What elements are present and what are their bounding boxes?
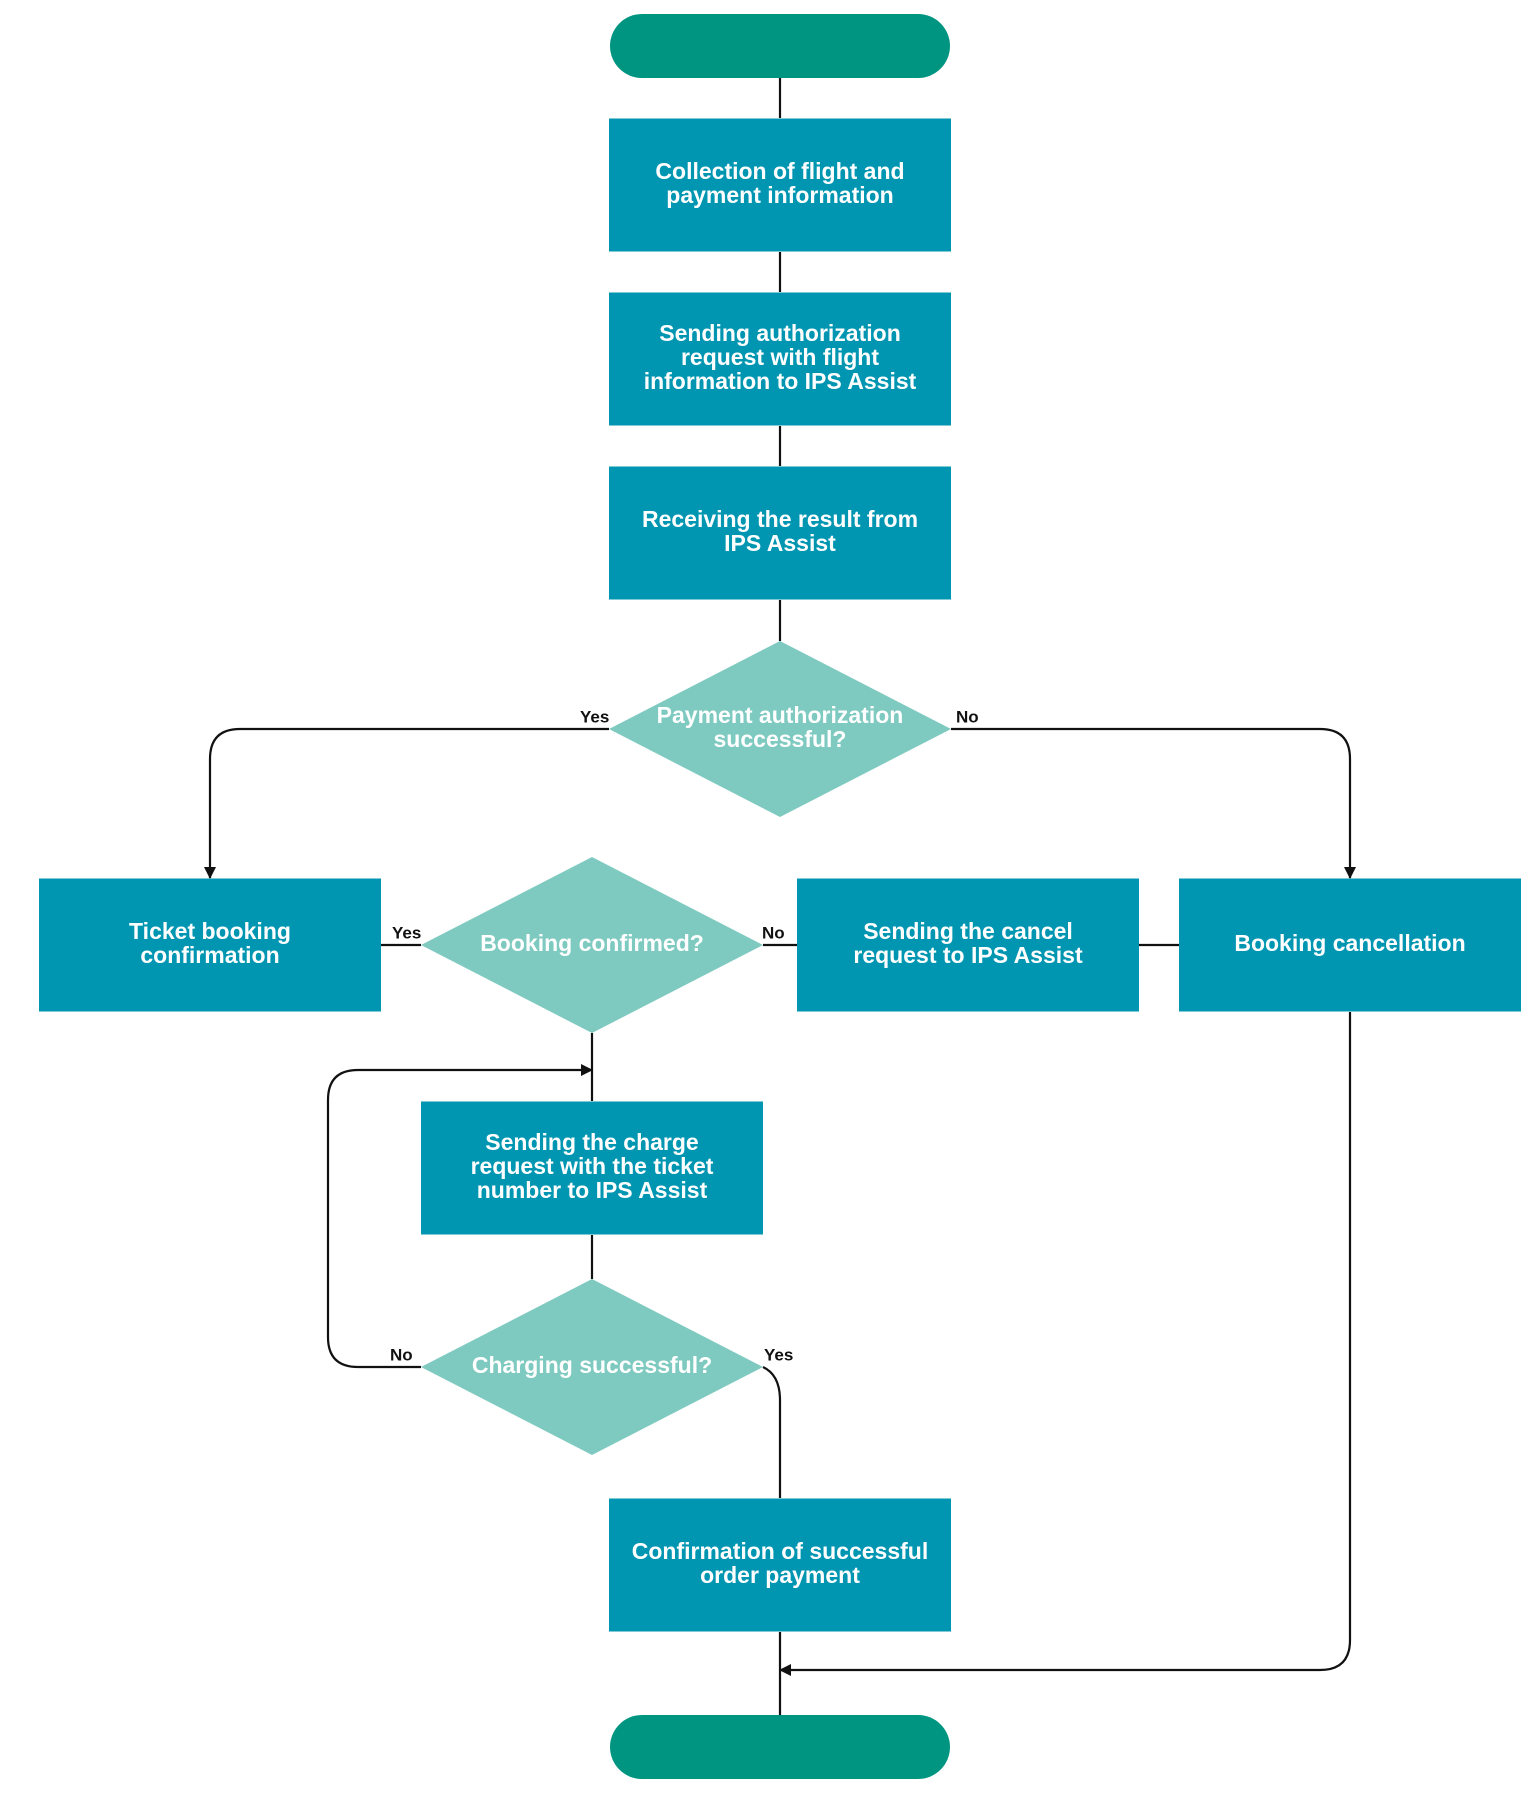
receive-label-line: Receiving the result from bbox=[642, 506, 918, 532]
ticket-confirm-label-line: Ticket booking bbox=[129, 918, 291, 944]
confirm-payment-label-line: order payment bbox=[700, 1562, 860, 1588]
node-cancel: Booking cancellation bbox=[1179, 878, 1521, 1012]
collect-label-line: payment information bbox=[666, 182, 893, 208]
edge-label-yes-charge-ok: Yes bbox=[764, 1345, 793, 1364]
edge-label-no-charge-ok: No bbox=[390, 1345, 413, 1364]
confirm-payment-process-shape bbox=[609, 1498, 951, 1632]
confirm-payment-label-line: Confirmation of successful bbox=[632, 1538, 928, 1564]
send-auth-process-shape bbox=[609, 292, 951, 426]
edge-label-yes-auth-ok: Yes bbox=[580, 707, 609, 726]
cancel-label-line: Booking cancellation bbox=[1234, 930, 1465, 956]
send-auth-label-line: information to IPS Assist bbox=[644, 368, 917, 394]
send-cancel-label-line: request to IPS Assist bbox=[853, 942, 1083, 968]
edge-charge-ok-to-confirm-payment bbox=[762, 1366, 782, 1498]
edge-label-no-auth-ok: No bbox=[956, 707, 979, 726]
booking-ok-label-line: Booking confirmed? bbox=[480, 930, 704, 956]
edges-layer bbox=[204, 78, 1356, 1715]
charge-ok-decision-shape bbox=[421, 1279, 763, 1455]
collect-label-line: Collection of flight and bbox=[655, 158, 904, 184]
node-end bbox=[610, 1715, 950, 1779]
send-cancel-label-line: Sending the cancel bbox=[863, 918, 1073, 944]
send-charge-label-line: Sending the charge bbox=[485, 1129, 698, 1155]
edge-cancel-to-end bbox=[779, 1012, 1352, 1676]
auth-ok-label-line: successful? bbox=[714, 726, 847, 752]
receive-label-line: IPS Assist bbox=[724, 530, 836, 556]
edge-label-no-booking-ok: No bbox=[762, 923, 785, 942]
send-cancel-process-shape bbox=[797, 878, 1139, 1012]
collect-process-shape bbox=[609, 118, 951, 252]
node-charge-ok: Charging successful? bbox=[421, 1279, 763, 1455]
booking-ok-decision-shape bbox=[421, 857, 763, 1033]
receive-process-shape bbox=[609, 466, 951, 600]
send-auth-label-line: request with flight bbox=[681, 344, 879, 370]
send-charge-process-shape bbox=[421, 1101, 763, 1235]
send-charge-label-line: request with the ticket bbox=[471, 1153, 714, 1179]
ticket-confirm-label-line: confirmation bbox=[140, 942, 279, 968]
send-charge-label-line: number to IPS Assist bbox=[477, 1177, 708, 1203]
auth-ok-decision-shape bbox=[609, 641, 951, 817]
edge-charge-ok-to-send-charge bbox=[326, 1064, 593, 1369]
start-terminal-shape bbox=[610, 14, 950, 78]
node-start bbox=[610, 14, 950, 78]
end-terminal-shape bbox=[610, 1715, 950, 1779]
charge-ok-label-line: Charging successful? bbox=[472, 1352, 712, 1378]
cancel-process-shape bbox=[1179, 878, 1521, 1012]
edge-auth-ok-to-ticket-confirm bbox=[204, 727, 609, 879]
send-auth-label-line: Sending authorization bbox=[659, 320, 901, 346]
edge-auth-ok-to-cancel bbox=[951, 727, 1356, 879]
node-booking-ok: Booking confirmed? bbox=[421, 857, 763, 1033]
ticket-confirm-process-shape bbox=[39, 878, 381, 1012]
auth-ok-label-line: Payment authorization bbox=[657, 702, 904, 728]
edge-label-yes-ticket-confirm: Yes bbox=[392, 923, 421, 942]
